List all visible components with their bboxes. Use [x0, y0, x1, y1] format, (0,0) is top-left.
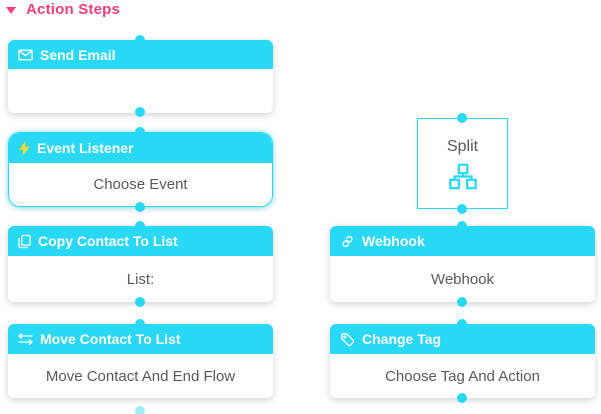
section-title: Action Steps [26, 1, 121, 18]
node-change-tag-header[interactable]: Change Tag [330, 324, 595, 354]
node-copy-contact-header[interactable]: Copy Contact To List [8, 226, 273, 256]
node-body[interactable]: Choose Event [9, 163, 272, 206]
connector-dot-webhook-bottom[interactable] [457, 297, 467, 307]
connector-dot-webhook-top[interactable] [457, 221, 467, 231]
connector-dot-copy-contact-bottom[interactable] [135, 297, 145, 307]
node-webhook-header[interactable]: Webhook [330, 226, 595, 256]
copy-icon [18, 234, 31, 249]
node-send-email[interactable]: Send Email [8, 40, 273, 113]
node-title: Event Listener [37, 140, 134, 156]
node-body[interactable] [8, 69, 273, 113]
triangle-down-icon[interactable] [6, 7, 16, 14]
node-title: Move Contact To List [40, 331, 181, 347]
connector-dot-split-top[interactable] [457, 113, 467, 123]
action-steps-header[interactable]: Action Steps [6, 1, 120, 18]
node-webhook[interactable]: Webhook Webhook [330, 226, 595, 302]
connector-dot-change-tag-top[interactable] [457, 319, 467, 329]
node-title: Change Tag [362, 331, 442, 347]
link-icon [340, 234, 355, 249]
node-event-listener-header[interactable]: Event Listener [9, 133, 272, 163]
connector-dot-change-tag-bottom[interactable] [457, 393, 467, 403]
node-body[interactable]: Webhook [330, 256, 595, 302]
node-body[interactable]: Choose Tag And Action [330, 354, 595, 398]
connector-dot-move-contact-top[interactable] [135, 319, 145, 329]
tag-icon [340, 332, 355, 347]
envelope-icon [18, 49, 33, 61]
connector-dot-event-listener-top[interactable] [135, 127, 145, 137]
node-body[interactable]: List: [8, 256, 273, 302]
node-event-listener[interactable]: Event Listener Choose Event [8, 132, 273, 207]
node-body[interactable]: Move Contact And End Flow [8, 354, 273, 398]
node-title: Send Email [40, 46, 116, 63]
node-title: Webhook [362, 233, 425, 249]
connector-dot-send-email-top[interactable] [135, 35, 145, 45]
node-copy-contact-to-list[interactable]: Copy Contact To List List: [8, 226, 273, 302]
sitemap-icon [448, 163, 478, 190]
split-label: Split [446, 137, 479, 155]
node-split[interactable]: Split [417, 118, 508, 209]
lightning-icon [19, 140, 30, 156]
connector-dot-send-email-bottom[interactable] [135, 107, 145, 117]
node-move-contact-to-list[interactable]: Move Contact To List Move Contact And En… [8, 324, 273, 398]
connector-dot-copy-contact-top[interactable] [135, 221, 145, 231]
connector-dot-move-contact-bottom[interactable] [135, 406, 145, 414]
connector-dot-split-bottom[interactable] [457, 204, 467, 214]
swap-arrows-icon [18, 333, 33, 345]
connector-dot-event-listener-bottom[interactable] [135, 202, 145, 212]
node-title: Copy Contact To List [38, 233, 178, 249]
node-change-tag[interactable]: Change Tag Choose Tag And Action [330, 324, 595, 398]
node-move-contact-header[interactable]: Move Contact To List [8, 324, 273, 354]
